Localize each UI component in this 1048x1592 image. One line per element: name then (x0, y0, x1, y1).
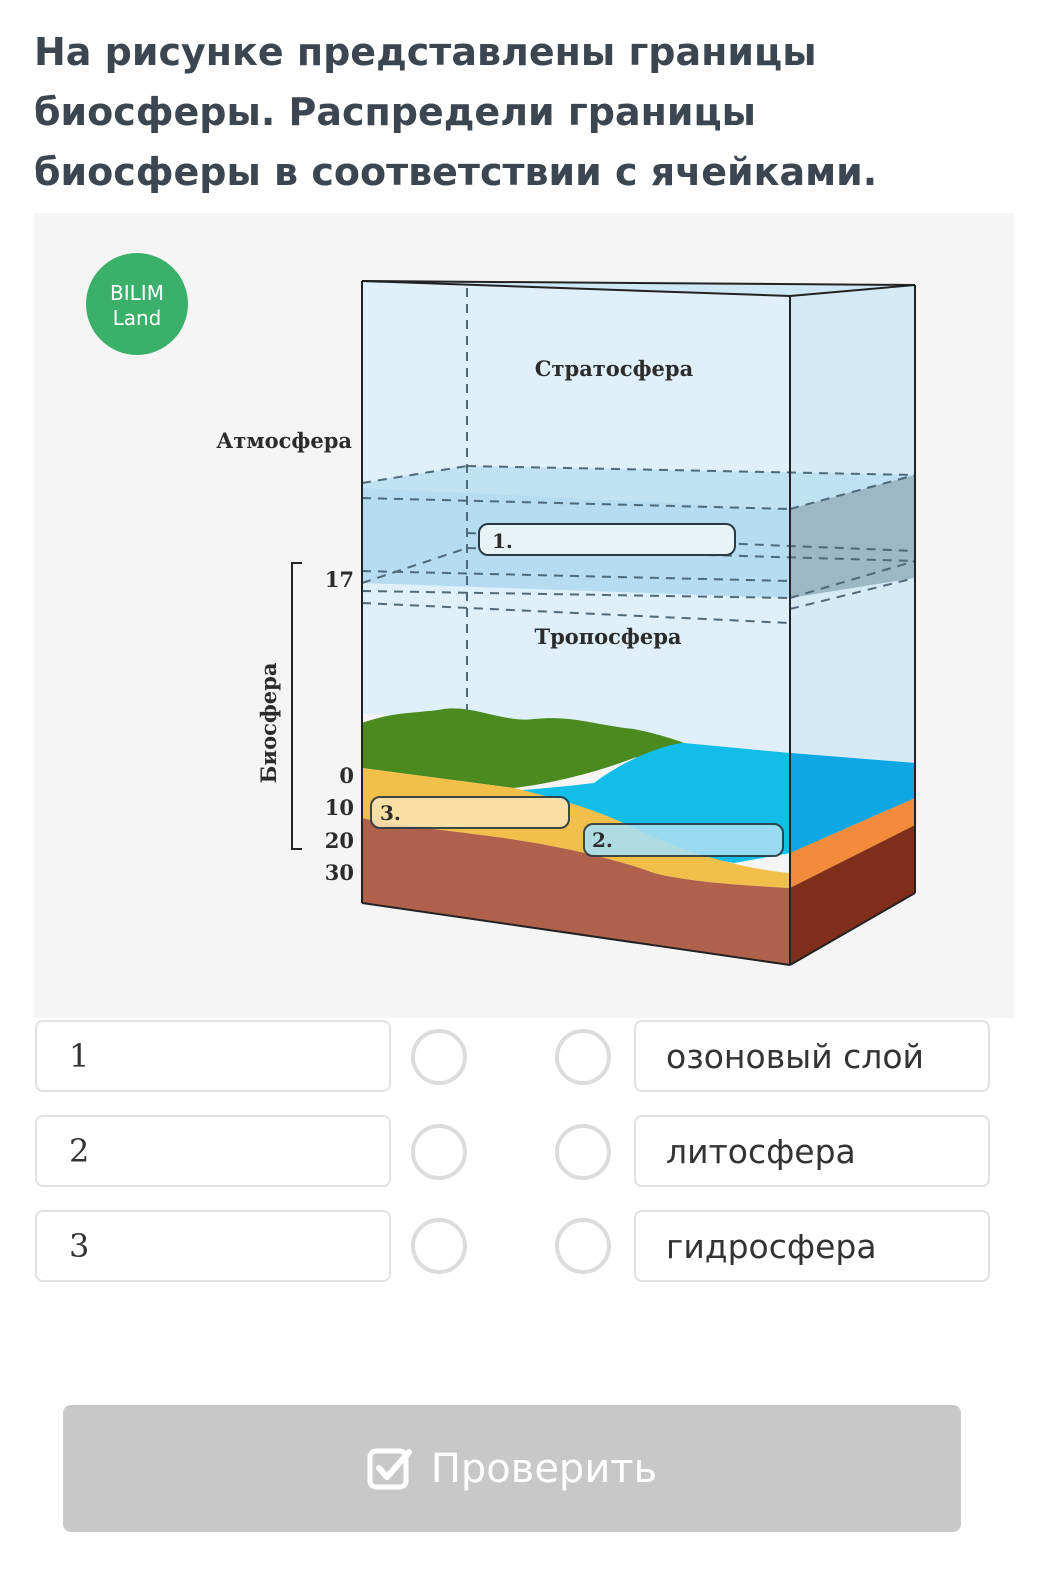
logo-text-2: Land (113, 306, 162, 330)
cell-3: 3. (370, 796, 570, 829)
left-connector-2[interactable] (411, 1124, 467, 1180)
right-item-lithosphere[interactable]: литосфера (634, 1115, 990, 1187)
soil-layer-front (362, 818, 790, 965)
left-item-2[interactable]: 2 (35, 1115, 391, 1187)
troposphere-label: Тропосфера (534, 624, 681, 649)
biosphere-label: Биосфера (256, 662, 281, 783)
bilimland-logo: BILIM Land (86, 253, 188, 355)
left-item-1[interactable]: 1 (35, 1020, 391, 1092)
land-vegetation (362, 708, 684, 788)
right-connector-1[interactable] (555, 1029, 611, 1085)
biosphere-bracket (291, 562, 302, 850)
scale-30: 30 (325, 860, 354, 885)
right-item-hydrosphere[interactable]: гидросфера (634, 1210, 990, 1282)
right-connector-3[interactable] (555, 1218, 611, 1274)
scale-17: 17 (325, 567, 354, 592)
biosphere-diagram: BILIM Land (86, 253, 916, 966)
question-text: На рисунке представлены границы биосферы… (34, 30, 878, 194)
scale-20: 20 (325, 828, 354, 853)
right-item-ozone[interactable]: озоновый слой (634, 1020, 990, 1092)
soil-layer-side (790, 825, 915, 965)
cell-2: 2. (583, 823, 784, 857)
right-connector-2[interactable] (555, 1124, 611, 1180)
logo-text-1: BILIM (110, 281, 164, 305)
ozone-layer-side (790, 475, 915, 598)
biosphere-figure: BILIM Land (34, 213, 1014, 1018)
left-connector-3[interactable] (411, 1218, 467, 1274)
checkbox-check-icon (367, 1448, 412, 1489)
check-button-label: Проверить (430, 1445, 658, 1492)
scale-10: 10 (325, 795, 354, 820)
svg-text:2.: 2. (592, 828, 613, 852)
svg-text:3.: 3. (380, 801, 401, 825)
stratosphere-label: Стратосфера (535, 356, 694, 381)
check-button[interactable]: Проверить (63, 1405, 961, 1532)
atmosphere-label: Атмосфера (216, 428, 352, 453)
left-connector-1[interactable] (411, 1029, 467, 1085)
svg-text:1.: 1. (492, 529, 513, 553)
left-item-3[interactable]: 3 (35, 1210, 391, 1282)
scale-0: 0 (339, 763, 354, 788)
cell-1: 1. (478, 523, 736, 556)
